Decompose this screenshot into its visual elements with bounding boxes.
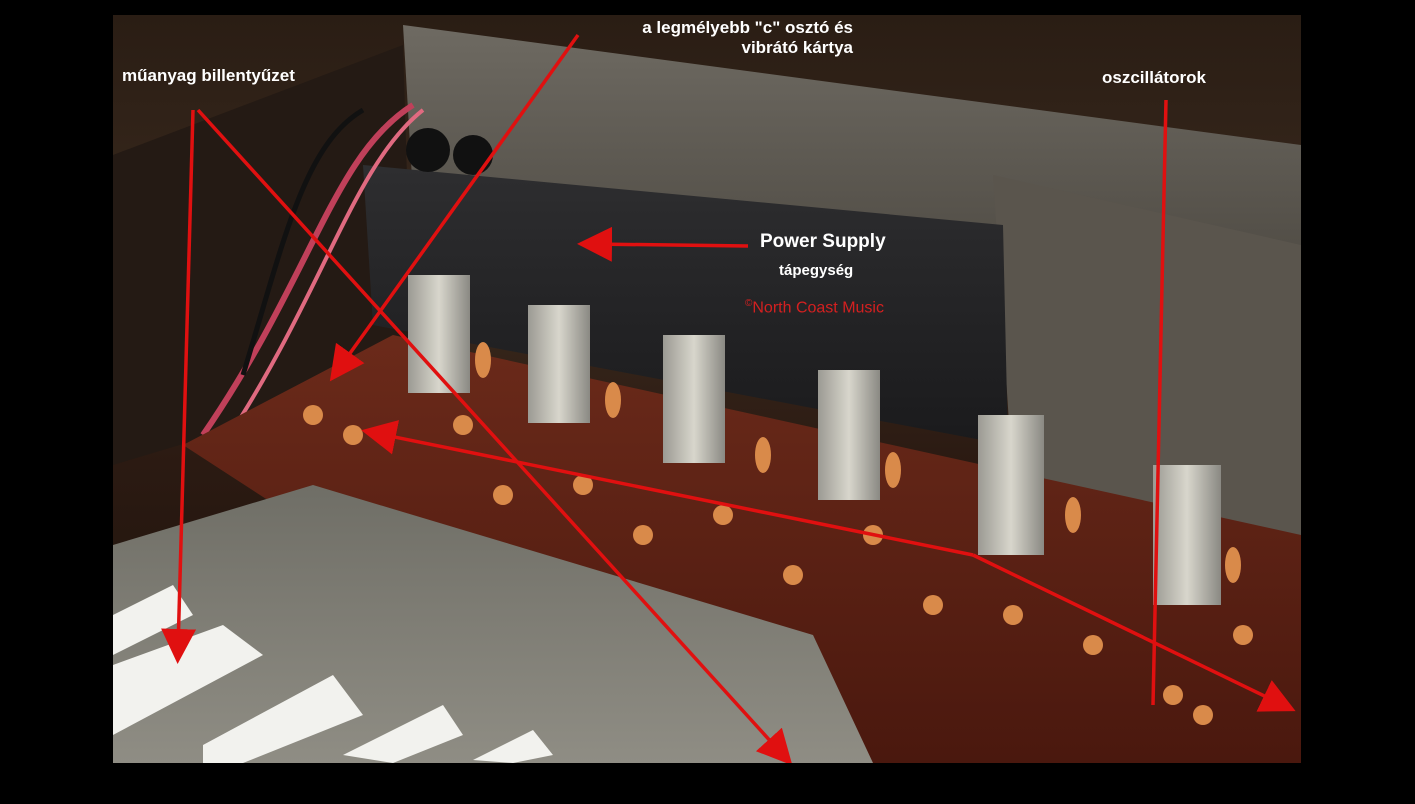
wire-bundle-2 [221,108,425,447]
arrow-oscillators-right [972,553,1296,712]
label-divider-line1: a legmélyebb "c" osztó és [642,18,853,37]
oscillator-coils [408,275,1221,605]
label-plastic-keyboard: műanyag billentyűzet [122,66,295,85]
label-oscillators: oszcillátorok [1102,68,1206,87]
components [303,342,1253,725]
wire-black [240,107,365,376]
watermark-text: North Coast Music [752,299,884,317]
watermark: ©North Coast Music [745,298,884,317]
arrow-oscillators-left [361,420,974,557]
photo-illustration [113,25,1301,763]
label-power-supply: Power Supply [760,231,886,252]
arrow-keyboard-left [161,109,197,664]
white-keys [113,585,553,763]
label-power-supply-hu: tápegység [779,262,854,279]
label-divider-vibrato-card: a legmélyebb "c" osztó és vibrátó kártya [642,18,853,58]
organ-interior-photo [113,15,1301,763]
arrow-keyboard-right [196,108,793,763]
label-divider-line2: vibrátó kártya [741,38,854,57]
circuit-boards [183,335,1301,763]
connector-left [406,128,450,172]
cabinet-right-wall [993,175,1301,575]
arrow-oscillators-down [1151,99,1168,706]
arrow-divider [329,33,580,382]
copyright-symbol: © [745,298,753,309]
annotation-arrows [161,33,1296,763]
arrow-psu [577,226,749,262]
